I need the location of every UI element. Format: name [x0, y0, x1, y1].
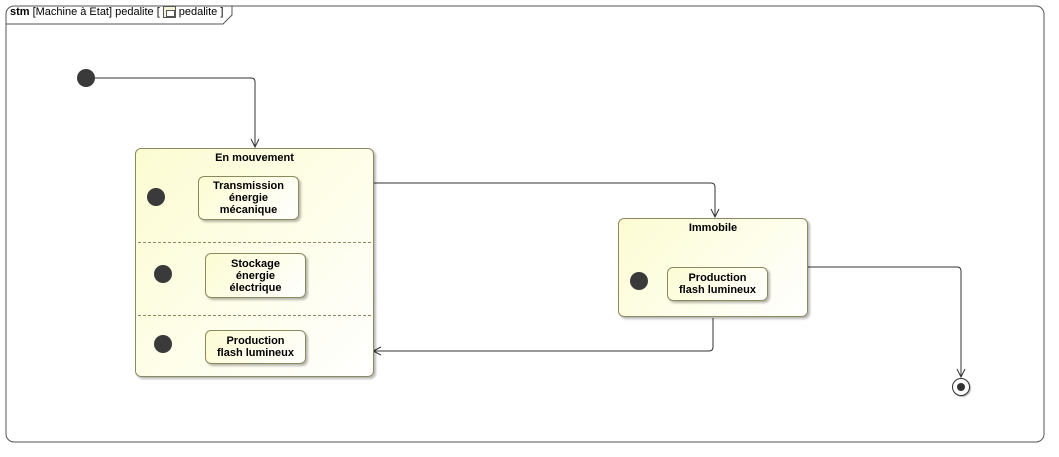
region-initial-pseudostate[interactable] — [147, 188, 165, 206]
state-transmission-energie-mecanique[interactable]: Transmission énergie mécanique — [198, 176, 299, 220]
frame-keyword: stm — [10, 6, 30, 18]
region-separator — [138, 315, 371, 316]
frame-label: stm [Machine à Etat] pedalite [ pedalite… — [10, 6, 223, 18]
frame-label-suffix: pedalite ] — [178, 6, 224, 18]
state-production-flash-lumineux-immobile[interactable]: Production flash lumineux — [667, 267, 768, 301]
state-machine-icon — [162, 6, 176, 18]
region-initial-pseudostate[interactable] — [630, 272, 648, 290]
region-separator — [138, 242, 371, 243]
state-production-flash-lumineux[interactable]: Production flash lumineux — [205, 330, 306, 364]
final-state[interactable] — [952, 378, 970, 396]
transition-initial-to-en-mouvement[interactable] — [94, 77, 255, 147]
composite-state-title: En mouvement — [215, 152, 294, 164]
transition-en-mouvement-to-immobile[interactable] — [374, 182, 715, 217]
region-initial-pseudostate[interactable] — [154, 265, 172, 283]
composite-state-title: Immobile — [688, 222, 738, 234]
frame-label-prefix: [Machine à Etat] pedalite [ — [32, 6, 160, 18]
transition-immobile-to-en-mouvement[interactable] — [373, 318, 714, 351]
region-initial-pseudostate[interactable] — [154, 335, 172, 353]
state-stockage-energie-electrique[interactable]: Stockage énergie électrique — [205, 253, 306, 298]
frame-label-tab — [6, 6, 233, 25]
initial-pseudostate[interactable] — [77, 69, 95, 87]
transition-immobile-to-final[interactable] — [808, 266, 961, 377]
